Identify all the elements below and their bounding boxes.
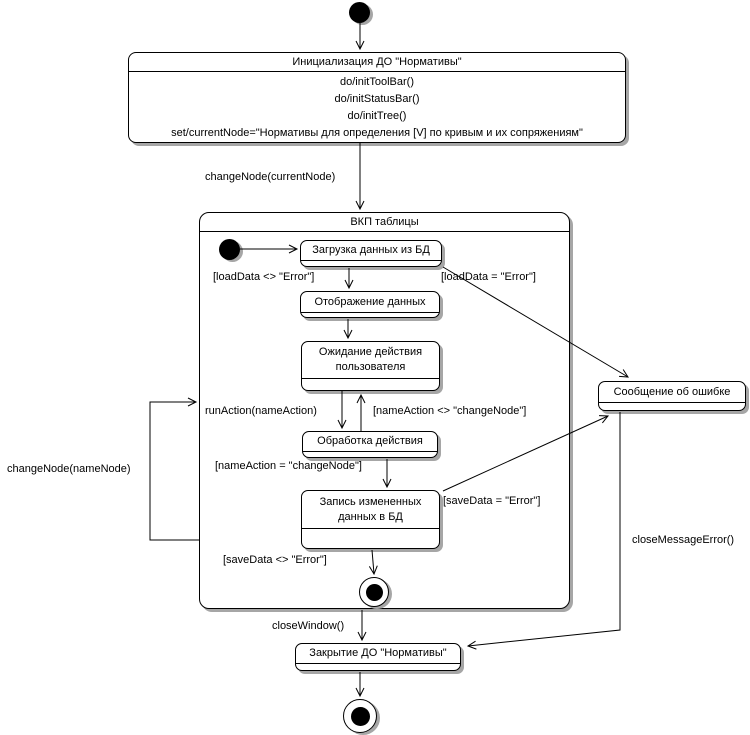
arrow-vkp-self-loop [149, 397, 199, 541]
state-save-changed-data: Запись измененных данных в БД [301, 490, 440, 549]
state-actions: do/initToolBar() do/initStatusBar() do/i… [129, 72, 625, 142]
state-title: Сообщение об ошибке [599, 382, 745, 403]
state-title: Обработка действия [303, 432, 437, 452]
empty-compartment [302, 529, 439, 548]
inner-initial-state-icon [219, 239, 240, 260]
label-run-action: runAction(nameAction) [205, 405, 317, 417]
action-line: do/initTree() [347, 109, 407, 122]
label-change-node-current: changeNode(currentNode) [205, 171, 336, 183]
state-title: Ожидание действия пользователя [302, 342, 439, 379]
state-process-action: Обработка действия [302, 431, 438, 458]
label-load-ok-guard: [loadData <> "Error"] [213, 271, 315, 283]
state-title: Закрытие ДО "Нормативы" [296, 644, 460, 664]
action-line: set/currentNode="Нормативы для определен… [171, 126, 583, 139]
initial-state-icon [349, 2, 370, 23]
state-init-normativy: Инициализация ДО "Нормативы" do/initTool… [128, 52, 626, 143]
empty-compartment [302, 379, 439, 390]
empty-compartment [301, 313, 439, 317]
state-title: Инициализация ДО "Нормативы" [129, 53, 625, 72]
empty-compartment [301, 261, 441, 266]
state-error-message: Сообщение об ошибке [598, 381, 746, 411]
empty-compartment [296, 664, 460, 670]
label-save-error-guard: [saveData = "Error"] [443, 495, 541, 507]
empty-compartment [599, 403, 745, 410]
state-title-line: пользователя [335, 361, 406, 373]
empty-compartment [303, 452, 437, 457]
state-wait-user-action: Ожидание действия пользователя [301, 341, 440, 391]
action-line: do/initToolBar() [340, 75, 414, 88]
final-state-dot [365, 583, 383, 601]
label-name-action-change-guard: [nameAction = "changeNode"] [215, 460, 362, 472]
state-title: Отображение данных [301, 292, 439, 313]
label-change-node-name: changeNode(nameNode) [7, 463, 131, 475]
label-save-ok-guard: [saveData <> "Error"] [223, 554, 327, 566]
inner-final-state-icon [359, 577, 389, 607]
state-title: Запись измененных данных в БД [302, 491, 439, 529]
final-state-dot [350, 706, 370, 726]
composite-body [200, 232, 569, 608]
state-title-line: данных в БД [338, 510, 403, 523]
state-load-data-db: Загрузка данных из БД [300, 240, 442, 267]
label-close-window: closeWindow() [272, 620, 345, 632]
state-title-line: Запись измененных [319, 495, 422, 508]
label-load-error-guard: [loadData = "Error"] [441, 271, 536, 283]
state-title-line: Ожидание действия [318, 346, 423, 358]
action-line: do/initStatusBar() [334, 92, 420, 105]
label-close-message-error: closeMessageError() [632, 534, 735, 546]
state-title: ВКП таблицы [200, 213, 569, 232]
label-name-action-not-change-guard: [nameAction <> "changeNode"] [373, 405, 527, 417]
final-state-icon [343, 699, 377, 733]
state-title: Загрузка данных из БД [301, 241, 441, 261]
state-close-do-normativy: Закрытие ДО "Нормативы" [295, 643, 461, 671]
state-display-data: Отображение данных [300, 291, 440, 318]
